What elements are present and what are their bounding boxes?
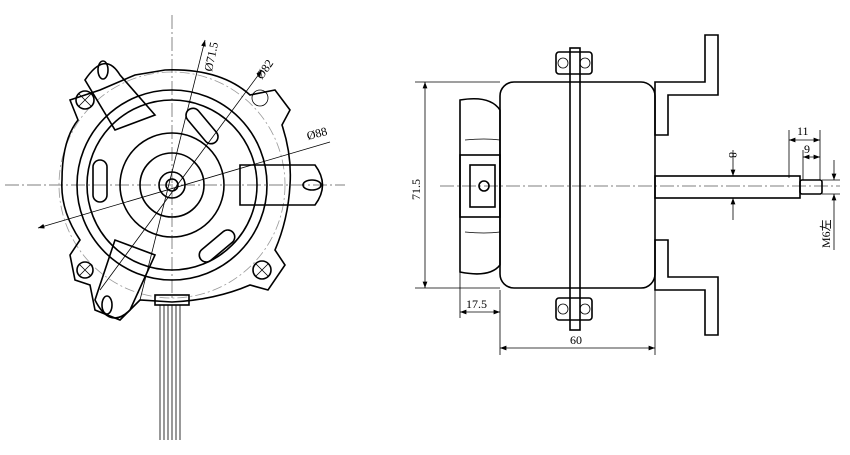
extension-lines bbox=[459, 272, 501, 355]
bolt-icon bbox=[579, 303, 591, 315]
dim-thread-spec-label: M6左 bbox=[818, 219, 833, 248]
screw-icon bbox=[76, 261, 94, 279]
dim-inner-diameter-label: Ø71.5 bbox=[201, 41, 221, 73]
lead-wires bbox=[159, 305, 181, 440]
dim-body-height-label: 71.5 bbox=[409, 179, 423, 200]
extension-lines bbox=[415, 81, 500, 289]
threaded-end bbox=[799, 179, 823, 195]
housing-inner-ring bbox=[86, 99, 258, 271]
screw-icon bbox=[75, 90, 95, 110]
bolt-icon bbox=[557, 57, 569, 69]
extension-lines bbox=[822, 179, 840, 195]
dim-outer-diameter-label: Ø88 bbox=[305, 124, 329, 143]
screw-icon bbox=[252, 260, 272, 280]
mounting-bracket-bottom bbox=[654, 239, 719, 336]
bearing-boss-inner bbox=[469, 164, 496, 208]
dim-line-inner-diameter bbox=[139, 39, 206, 301]
bolt-icon bbox=[557, 303, 569, 315]
mounting-hole bbox=[251, 89, 269, 107]
mounting-bracket-top bbox=[654, 34, 719, 136]
dim-thread-label: 9 bbox=[804, 142, 810, 156]
tab-hole bbox=[97, 60, 109, 80]
set-screw bbox=[478, 180, 490, 192]
motor-body bbox=[499, 81, 656, 289]
dim-hub-depth-label: 17.5 bbox=[466, 297, 487, 311]
mounting-tab-bottom bbox=[94, 238, 157, 319]
mounting-flange bbox=[569, 47, 581, 331]
dim-line-hole-circle bbox=[99, 69, 263, 291]
motor-housing-outline bbox=[61, 69, 292, 321]
mounting-tab-right bbox=[239, 164, 324, 206]
hub-ring bbox=[139, 152, 205, 218]
flange-nut-top bbox=[555, 51, 593, 75]
dim-thread-total-label: 11 bbox=[797, 124, 809, 138]
slot bbox=[92, 159, 108, 203]
shaft bbox=[654, 175, 801, 199]
bolt-icon bbox=[579, 57, 591, 69]
tab-hole bbox=[302, 179, 322, 191]
slot bbox=[185, 107, 219, 145]
housing-ring bbox=[76, 89, 268, 281]
tab-hole bbox=[101, 295, 113, 315]
shaft bbox=[165, 178, 179, 192]
front-view: Ø71.5 Ø82 Ø88 bbox=[5, 15, 345, 440]
dim-shaft-diameter-label: 8 bbox=[726, 152, 740, 158]
dim-line-outer-diameter bbox=[37, 141, 331, 229]
bearing-ring bbox=[119, 132, 225, 238]
side-view: 71.5 17.5 60 11 9 8 M6左 bbox=[409, 34, 840, 355]
slot bbox=[198, 229, 236, 263]
mounting-circle bbox=[58, 71, 286, 299]
flange-nut-bottom bbox=[555, 297, 593, 321]
dim-body-length-label: 60 bbox=[570, 333, 582, 347]
hub-edge bbox=[464, 138, 501, 234]
mounting-tab-top bbox=[84, 62, 157, 131]
